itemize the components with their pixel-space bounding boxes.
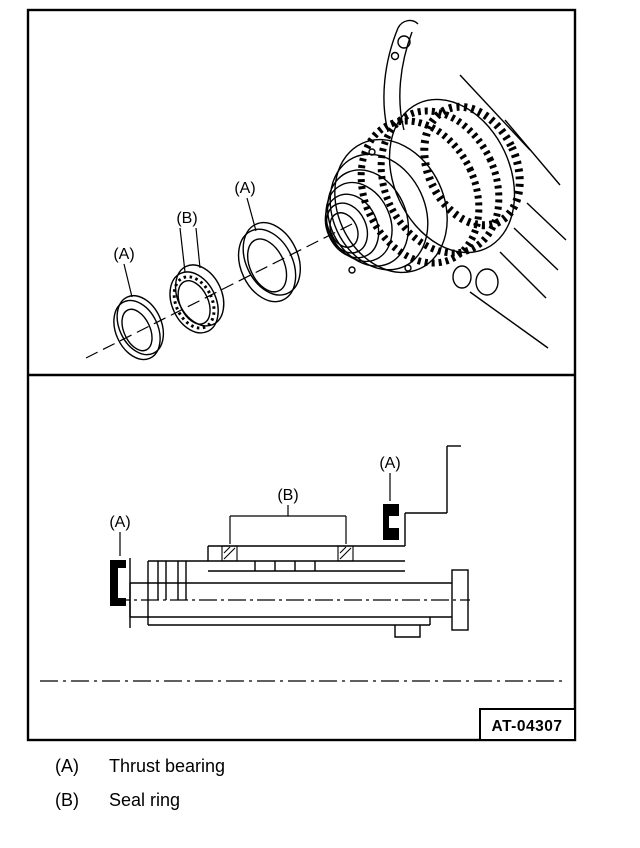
thrust-bearing-right-drawing [237,221,301,303]
section-label-a-right: (A) [379,455,400,472]
legend-key-b: (B) [55,790,79,810]
section-outline [129,445,469,638]
figure-code-box: AT-04307 [479,708,576,741]
exploded-leader-a-left [123,263,133,298]
thrust-bearing-left-section [110,560,126,606]
exploded-leader-b-2 [195,227,201,269]
thrust-bearing-right-section [383,504,399,540]
exploded-label-b: (B) [176,210,197,227]
thrust-bearing-left-drawing [113,295,165,361]
exploded-label-a-right: (A) [234,180,255,197]
axis-centerline [85,223,353,359]
legend-label-seal-ring: Seal ring [109,790,181,810]
seal-ring-drawing [169,264,225,334]
legend-label-thrust-bearing: Thrust bearing [109,756,226,776]
legend-item-seal-ring: (B) Seal ring [55,790,225,811]
legend: (A) Thrust bearing (B) Seal ring [55,756,225,824]
figure-canvas: (A) (B) (A) [26,8,577,742]
exploded-view: (A) (B) (A) [85,19,567,361]
figure-code: AT-04307 [492,718,563,735]
section-label-a-left: (A) [109,514,130,531]
exploded-leader-a-right [246,197,257,232]
legend-item-thrust-bearing: (A) Thrust bearing [55,756,225,777]
exploded-label-a-left: (A) [113,246,134,263]
clutch-drum-assembly [324,19,567,349]
seal-ring-sections [221,545,354,562]
section-view: (A) (B) (A) [40,445,562,682]
exploded-leader-b-1 [179,227,186,273]
legend-key-a: (A) [55,756,79,776]
section-label-b: (B) [277,487,298,504]
